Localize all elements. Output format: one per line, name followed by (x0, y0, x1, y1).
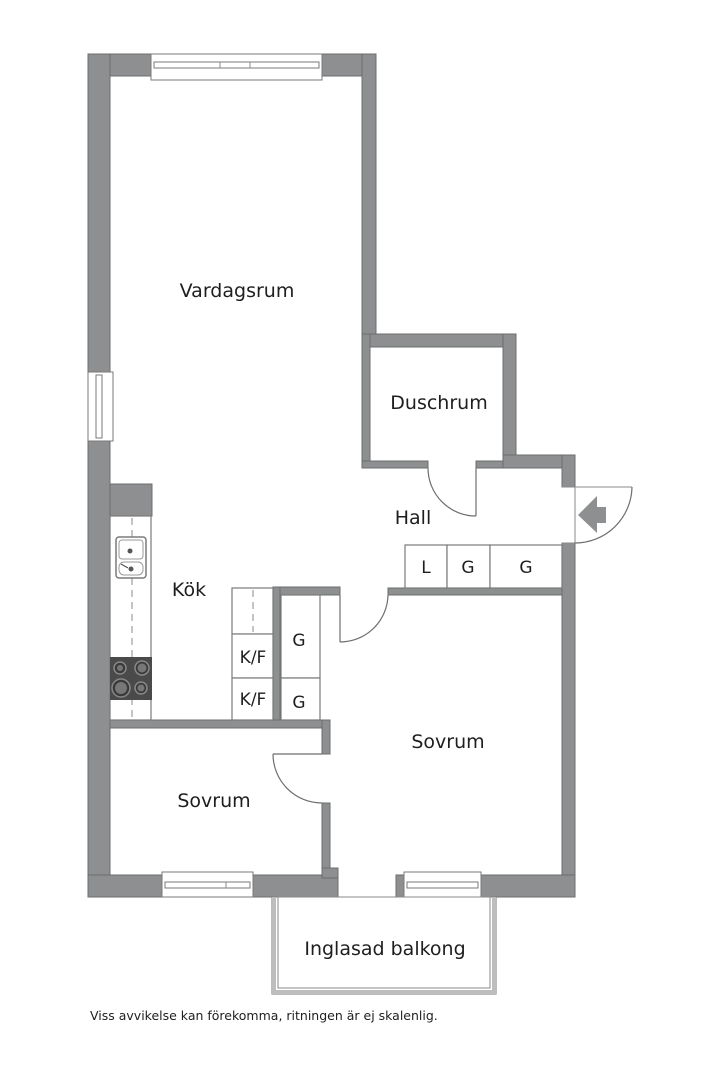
doors (272, 467, 633, 925)
balcony-frame (271, 896, 497, 995)
closet-label-g1: G (461, 558, 475, 578)
stove-icon (110, 657, 152, 700)
fridge-freezer-label-1: K/F (239, 648, 267, 668)
window-bottom-left (161, 871, 254, 898)
door-bedroom-right (339, 594, 389, 643)
room-label-sovrum-left: Sovrum (177, 790, 251, 812)
room-label-hall: Hall (394, 507, 432, 529)
window-left (87, 371, 114, 442)
fridge-freezer-label-2: K/F (239, 690, 267, 710)
closet-label-g2: G (519, 558, 533, 578)
walls (87, 53, 576, 898)
room-label-sovrum-right: Sovrum (411, 731, 485, 753)
window-top (150, 53, 323, 81)
disclaimer-text: Viss avvikelse kan förekomma, ritningen … (90, 1008, 438, 1023)
windows (87, 53, 482, 898)
door-entrance (562, 486, 633, 544)
door-bedroom-left (272, 753, 323, 804)
closet-label-l: L (421, 558, 431, 578)
fridge-cabinets (231, 587, 274, 721)
door-duschrum (427, 467, 477, 517)
hall-closets (404, 544, 563, 589)
wardrobes (280, 594, 321, 721)
wardrobe-label-1: G (292, 631, 306, 651)
entrance-arrow-icon (578, 496, 606, 533)
room-label-kok: Kök (171, 579, 207, 601)
sink-icon (115, 536, 147, 579)
room-label-balkong: Inglasad balkong (304, 938, 466, 960)
wardrobe-label-2: G (292, 693, 306, 713)
room-label-vardagsrum: Vardagsrum (179, 280, 295, 302)
kitchen-counter (109, 515, 152, 721)
window-bottom-right (403, 871, 482, 898)
room-label-duschrum: Duschrum (390, 392, 488, 414)
